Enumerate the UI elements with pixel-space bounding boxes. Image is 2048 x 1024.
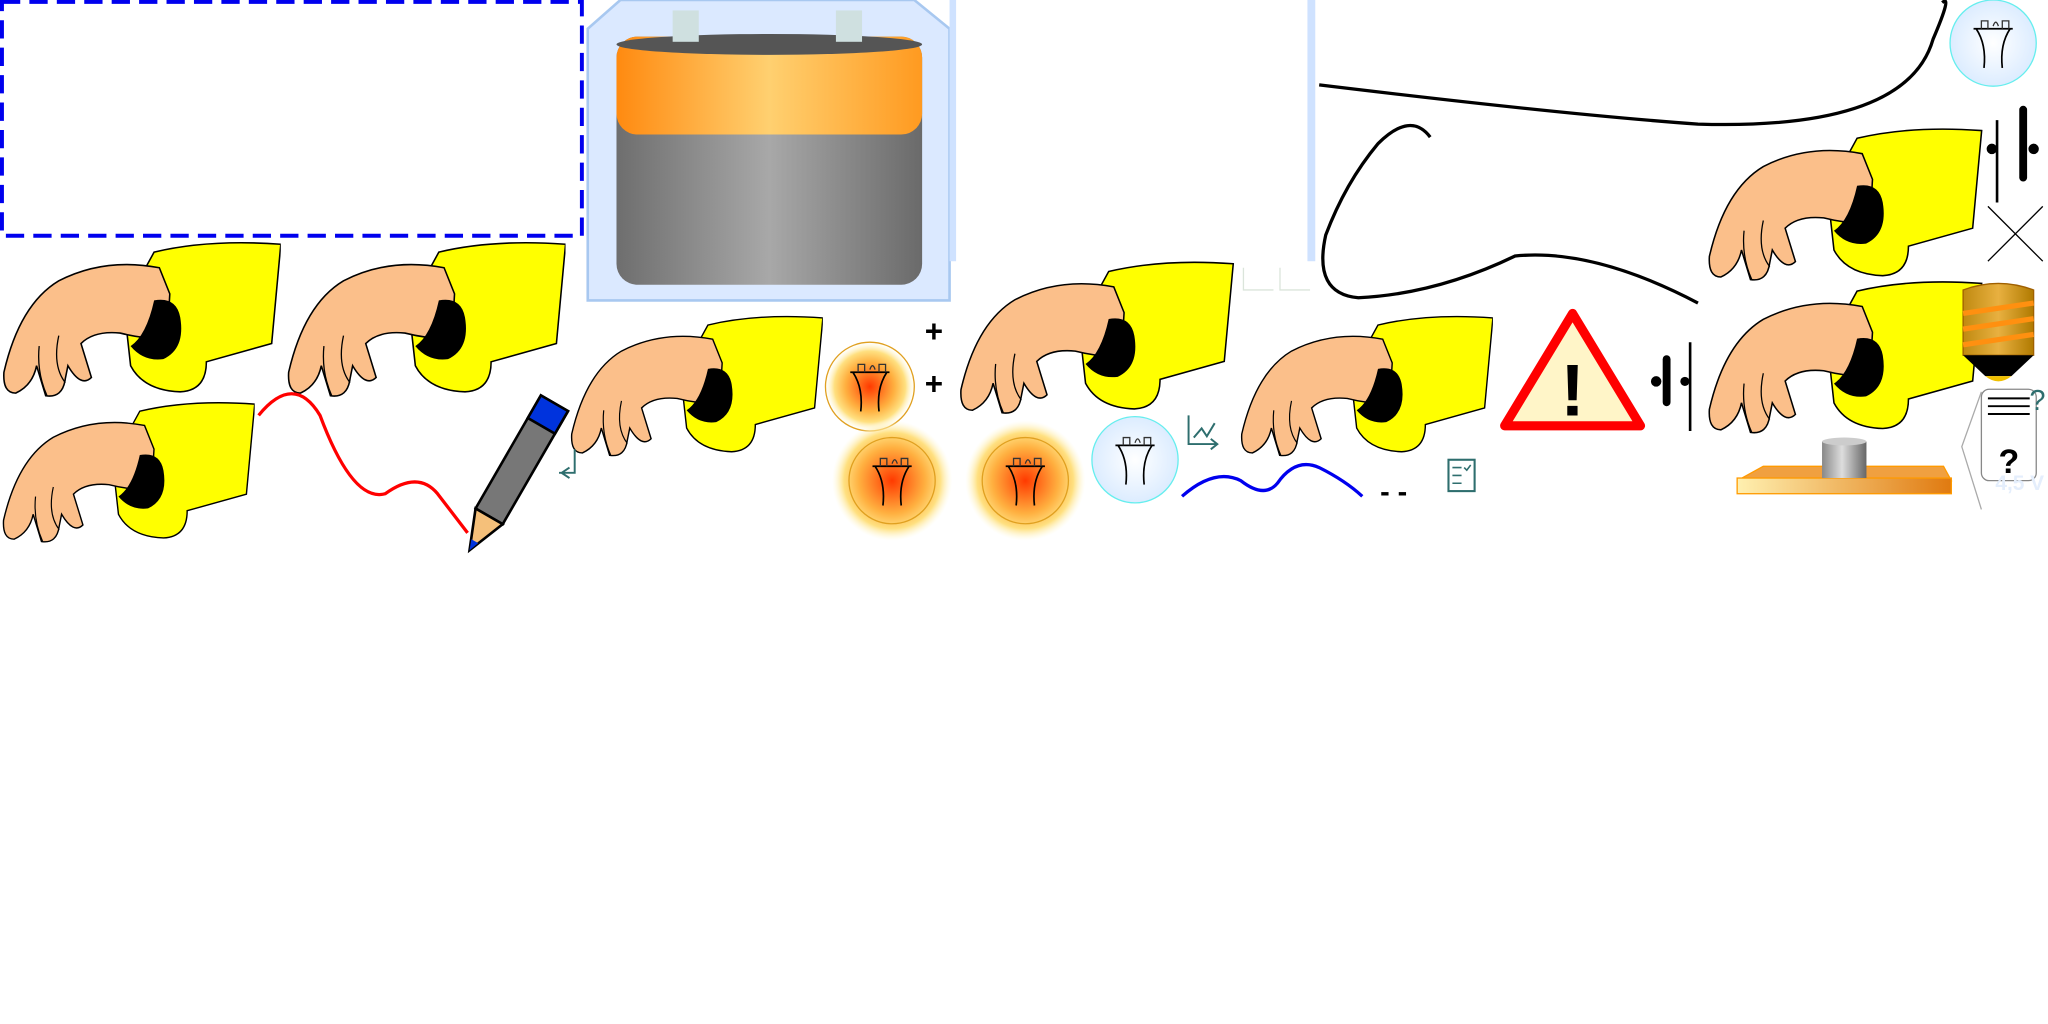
red-curve <box>257 392 469 534</box>
help-note-icon[interactable]: ? <box>1961 388 2037 510</box>
pointing-hand-icon <box>570 315 823 457</box>
pencil-icon <box>467 393 570 554</box>
bulb-screw-base-icon <box>1962 282 2035 382</box>
lit-bulb-icon <box>824 341 915 432</box>
plate-with-cylinder-image <box>1736 437 1953 495</box>
wire <box>1318 0 1948 127</box>
close-cross-icon[interactable] <box>1987 205 2044 262</box>
unlit-bulb-icon <box>1949 0 2037 87</box>
battery-symbol-icon <box>1986 105 2039 203</box>
dashed-selection-frame <box>0 0 584 238</box>
faint-graph-icons <box>1242 267 1311 291</box>
pointing-hand-icon <box>960 261 1235 414</box>
pointing-hand-icon <box>287 241 566 397</box>
checklist-icon[interactable] <box>1447 458 1476 493</box>
exclamation-mark: ! <box>1560 350 1584 431</box>
question-mark: ? <box>1998 443 2019 481</box>
warning-triangle-icon: ! <box>1500 308 1646 431</box>
pointing-hand-icon <box>1708 281 1983 434</box>
lit-bulb-icon <box>965 420 1086 541</box>
wire <box>1321 123 1699 305</box>
pointing-hand-icon <box>1708 128 1983 281</box>
battery-4-5v-image <box>586 0 1316 302</box>
battery-symbol-icon <box>1650 342 1692 432</box>
dashes: - - <box>1380 477 1407 509</box>
lit-bulb-icon <box>832 420 953 541</box>
help-icon[interactable]: ? <box>2030 385 2046 417</box>
plus-sign: + <box>925 314 943 349</box>
graph-icon[interactable] <box>1187 415 1219 451</box>
unlit-bulb-icon <box>1091 415 1179 504</box>
pointing-hand-icon <box>3 241 281 397</box>
pointing-hand-icon <box>2 401 255 543</box>
plus-sign: + <box>925 366 943 401</box>
pointing-hand-icon <box>1240 315 1493 457</box>
exit-icon[interactable] <box>559 449 576 479</box>
blue-curve <box>1180 463 1364 498</box>
voltage-label: 4,5 V <box>1995 472 2044 495</box>
